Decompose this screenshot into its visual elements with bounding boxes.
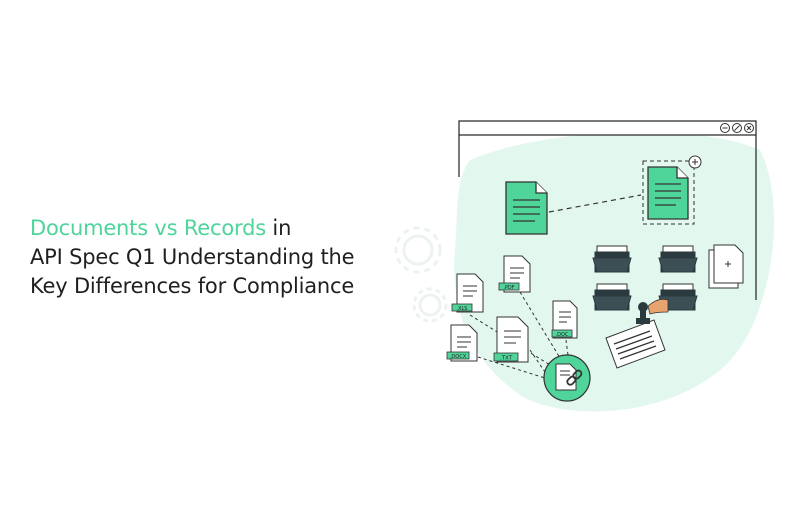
file-icon-xls: .XLS: [451, 273, 484, 313]
document-icon: [505, 181, 548, 235]
file-label-xls: .XLS: [457, 306, 468, 312]
file-icon-docx: .DOCX: [446, 324, 478, 362]
folder-icon: [592, 245, 698, 311]
minimize-icon[interactable]: [720, 123, 730, 133]
close-icon[interactable]: [744, 123, 754, 133]
file-label-doc: .DOC: [556, 332, 569, 338]
connection-lines: [469, 291, 569, 379]
file-icon-doc: .DOC: [551, 300, 578, 339]
file-icon-pdf: .PDF: [498, 255, 531, 293]
edit-icon[interactable]: [732, 123, 742, 133]
headline-line2: API Spec Q1 Understanding the: [30, 245, 355, 269]
plus-icon[interactable]: [688, 155, 702, 169]
stamped-record: [605, 319, 666, 369]
file-label-txt: .TXT: [500, 356, 513, 362]
new-document-icon[interactable]: [708, 244, 744, 289]
headline-line1-rest: in: [265, 216, 292, 240]
browser-window: [458, 120, 757, 300]
document-icon: [647, 166, 689, 220]
file-icon-txt: .TXT: [493, 316, 529, 363]
headline-line3: Key Differences for Compliance: [30, 274, 355, 298]
gear-icon: [394, 226, 448, 323]
file-label-pdf: .PDF: [503, 285, 514, 291]
window-controls: [720, 123, 754, 133]
headline-accent: Documents vs Records: [30, 216, 266, 240]
headline: Documents vs Records in API Spec Q1 Unde…: [30, 214, 430, 301]
link-icon: [543, 354, 591, 402]
file-label-docx: .DOCX: [450, 354, 467, 360]
stamp-icon: [636, 298, 669, 324]
selection-box: [642, 160, 695, 225]
